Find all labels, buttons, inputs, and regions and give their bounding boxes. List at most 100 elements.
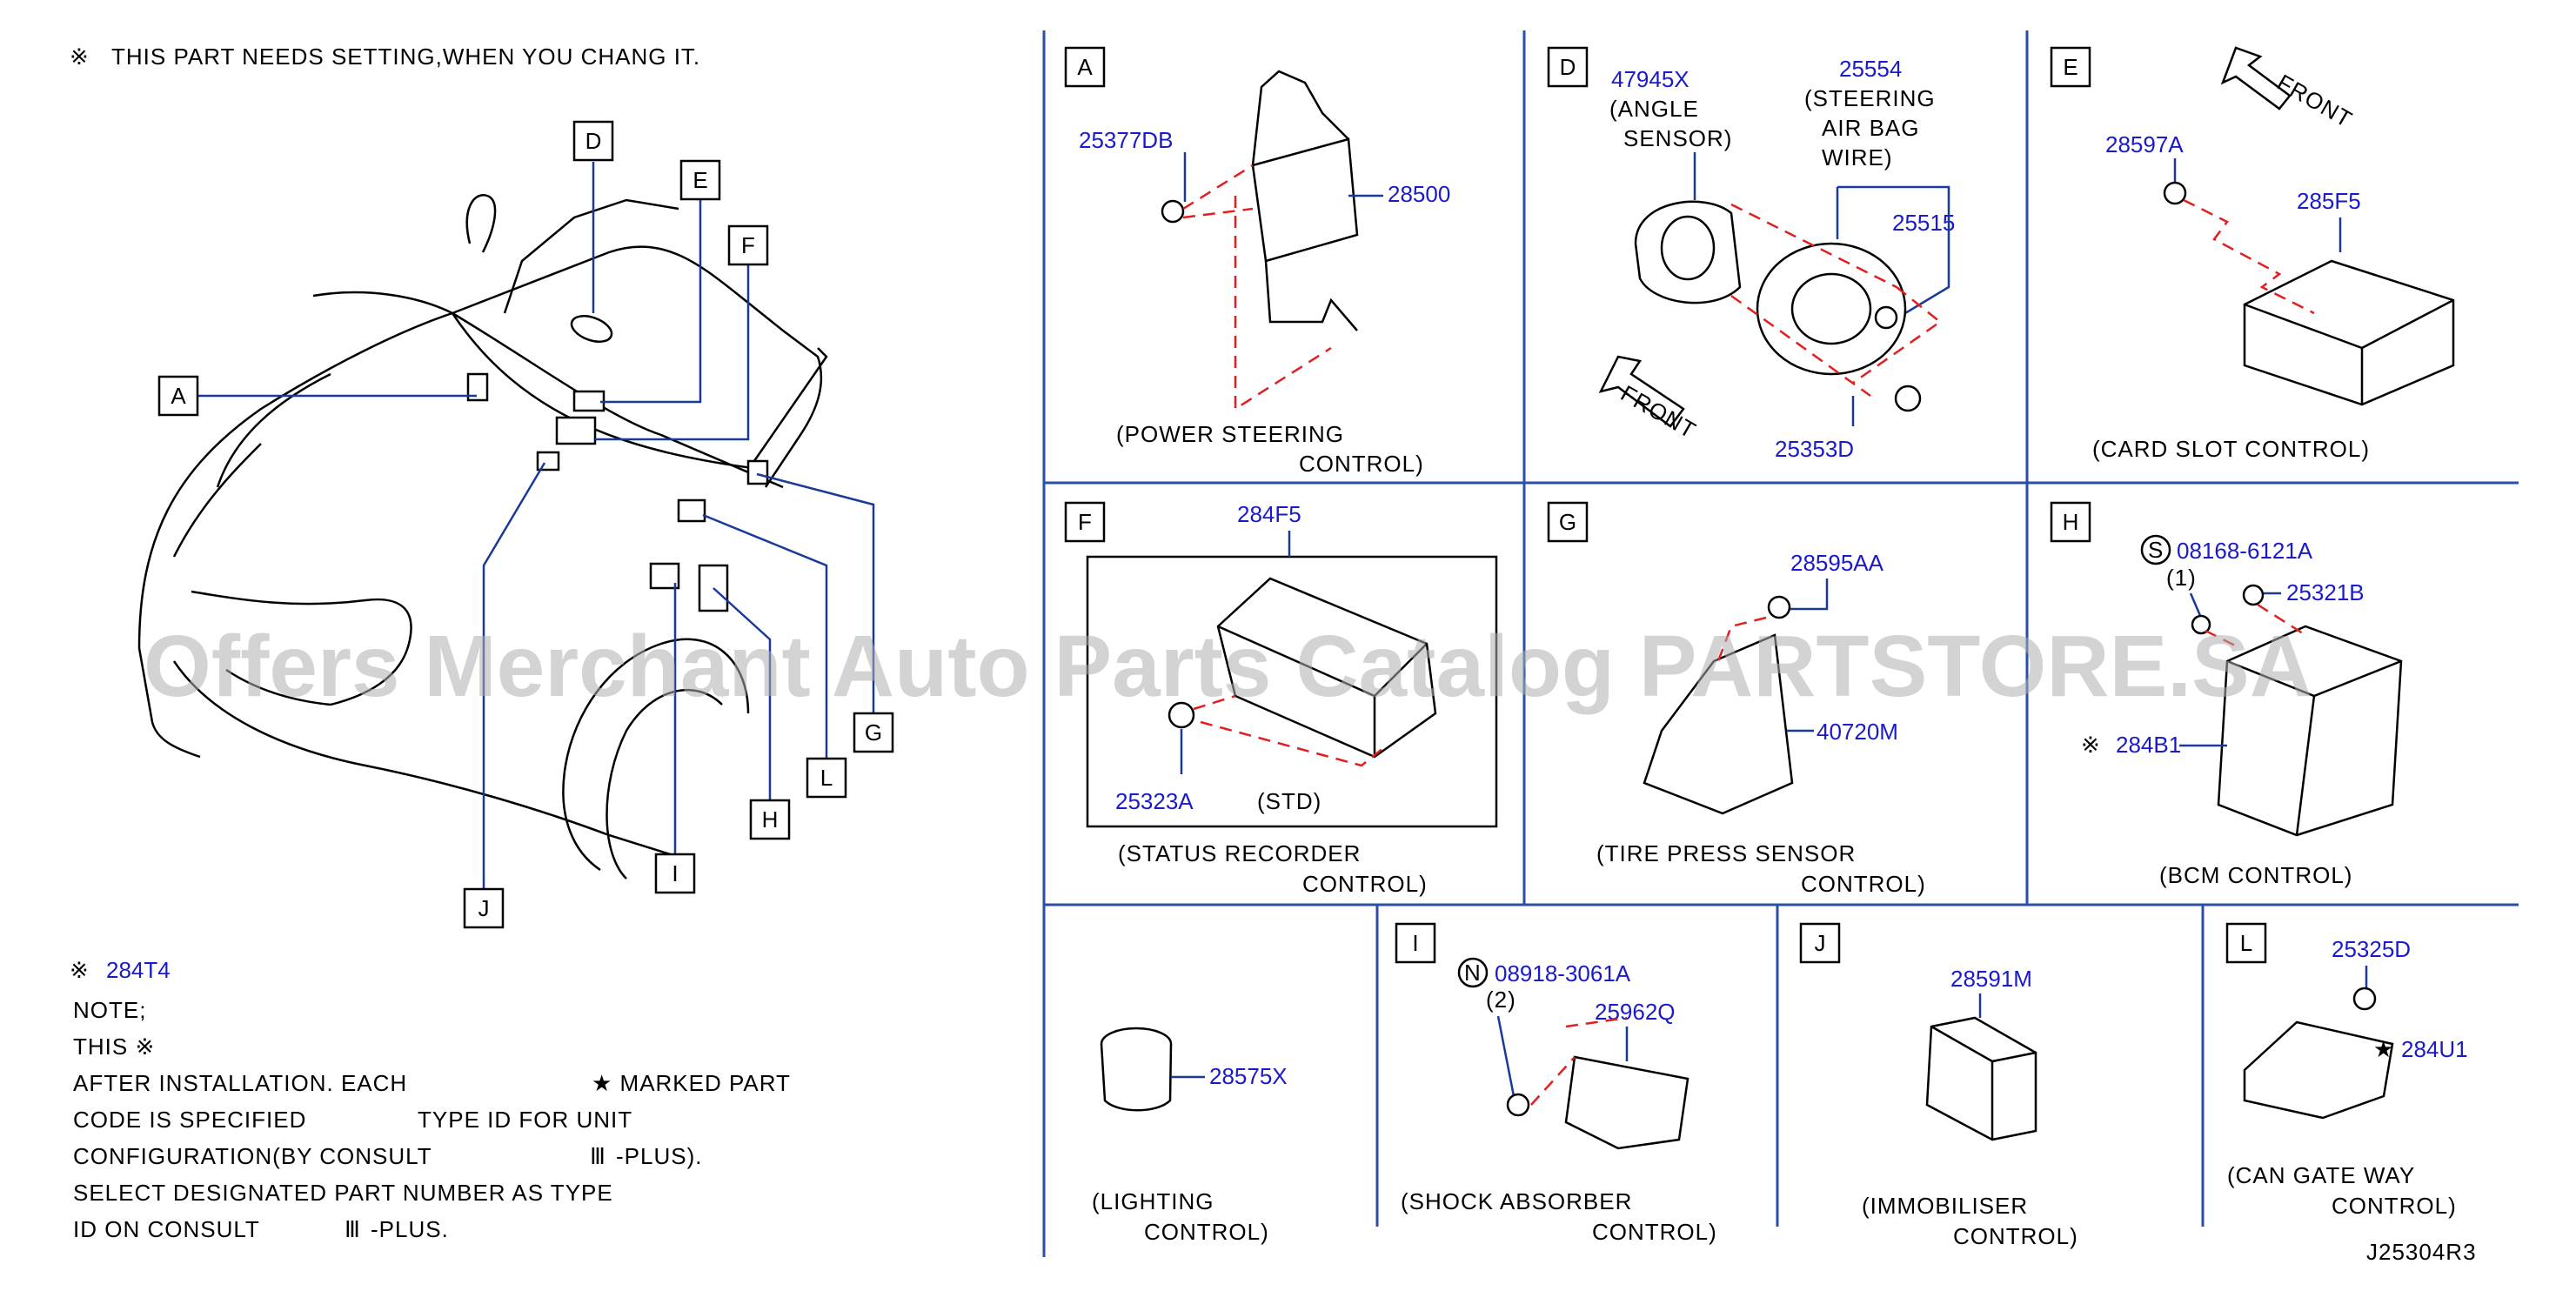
car-part-a-icon (466, 372, 489, 402)
can-gateway-module-icon (2243, 1020, 2394, 1120)
panel-d: D 47945X (ANGLE SENSOR) 25554 (STEERING … (1547, 46, 1955, 462)
part-28500[interactable]: 28500 (1388, 181, 1450, 207)
panel-h: H S 08168-6121A (1) 25321B ※ 284B1 (BCM … (2050, 501, 2403, 888)
part-40720m[interactable]: 40720M (1817, 719, 1898, 745)
part-28591m[interactable]: 28591M (1950, 966, 2032, 992)
part-25323a[interactable]: 25323A (1115, 788, 1194, 814)
panel-l-caption-2: CONTROL) (2332, 1193, 2457, 1219)
callout-box-l[interactable]: L (806, 757, 847, 799)
panel-i: I N 08918-3061A (2) 25962Q (SHOCK ABSORB… (1395, 922, 1716, 1245)
panel-g-caption-1: (TIRE PRESS SENSOR (1596, 840, 1856, 866)
callout-box-e[interactable]: E (679, 159, 721, 201)
screw-g-icon (1767, 595, 1791, 619)
part-25321b[interactable]: 25321B (2286, 579, 2365, 605)
part-25325d[interactable]: 25325D (2332, 936, 2411, 962)
part-28575x[interactable]: 28575X (1209, 1063, 1288, 1089)
panel-f: F 284F5 25323A (STD) (STATUS RECORDER CO… (1064, 501, 1498, 897)
card-slot-module-icon (2243, 259, 2455, 406)
part-284u1[interactable]: 284U1 (2401, 1036, 2468, 1062)
part-285f5[interactable]: 285F5 (2297, 188, 2361, 214)
panel-l-label: L (2240, 930, 2252, 956)
bcm-symbol: ※ (2081, 732, 2101, 758)
power-steering-module-icon (1251, 137, 1359, 263)
callout-label-f: F (741, 232, 755, 258)
note-plus-1: -PLUS). (616, 1143, 702, 1169)
airbag-wire-note-2: AIR BAG (1822, 115, 1919, 141)
part-25515[interactable]: 25515 (1892, 210, 1955, 236)
part-08168-6121a[interactable]: 08168-6121A (2177, 538, 2313, 564)
panel-grid (1042, 30, 2519, 1257)
callout-box-i[interactable]: I (654, 853, 696, 894)
callout-label-a: A (171, 383, 186, 409)
s-symbol-icon (2140, 534, 2171, 565)
callout-box-g[interactable]: G (853, 712, 894, 753)
watermark: Offers Merchant Auto Parts Catalog PARTS… (144, 618, 2312, 715)
angle-sensor-icon (1634, 200, 1742, 304)
panel-g-caption-2: CONTROL) (1801, 871, 1926, 897)
note-line-7: ID ON CONSULT (73, 1216, 260, 1242)
car-part-l-icon (677, 498, 706, 523)
note-line-5: CONFIGURATION(BY CONSULT (73, 1143, 432, 1169)
panel-a-caption-1: (POWER STEERING (1116, 421, 1344, 447)
panel-lighting-caption-2: CONTROL) (1144, 1219, 1269, 1245)
panel-e-caption: (CARD SLOT CONTROL) (2092, 436, 2370, 462)
panel-g-label: G (1559, 509, 1576, 535)
panel-j-label: J (1815, 930, 1826, 956)
note-star-text: ★ MARKED PART (592, 1070, 791, 1096)
panel-h-label: H (2063, 509, 2079, 535)
car-part-f-icon (555, 416, 597, 445)
panel-l-caption-1: (CAN GATE WAY (2227, 1162, 2415, 1188)
panel-j-caption-2: CONTROL) (1953, 1223, 2078, 1249)
n-symbol-text: N (1464, 960, 1482, 986)
car-part-i-icon (649, 562, 680, 590)
callout-label-j: J (478, 895, 490, 921)
consult-roman-icon: Ⅲ (590, 1143, 606, 1169)
part-25377db[interactable]: 25377DB (1079, 127, 1173, 153)
callout-box-d[interactable]: D (572, 120, 614, 162)
callout-label-d: D (585, 128, 602, 154)
panel-d-label: D (1560, 54, 1576, 80)
panel-i-caption-1: (SHOCK ABSORBER (1401, 1188, 1632, 1214)
screw-l-icon (2352, 987, 2377, 1011)
nut-h-2-icon (2242, 584, 2265, 606)
panel-lighting-caption-1: (LIGHTING (1092, 1188, 1214, 1214)
callout-label-g: G (865, 719, 882, 746)
part-284f5[interactable]: 284F5 (1237, 501, 1301, 527)
part-47945x[interactable]: 47945X (1611, 66, 1689, 92)
part-28597a[interactable]: 28597A (2105, 131, 2184, 157)
note-line-2: THIS ※ (73, 1033, 155, 1060)
part-08918-3061a[interactable]: 08918-3061A (1495, 960, 1631, 987)
angle-sensor-note-1: (ANGLE (1609, 96, 1699, 122)
panel-lighting: 28575X (LIGHTING CONTROL) (1092, 1027, 1288, 1245)
panel-e-label: E (2063, 54, 2078, 80)
s-symbol-text: S (2148, 537, 2164, 563)
part-284b1[interactable]: 284B1 (2116, 732, 2181, 758)
part-25554[interactable]: 25554 (1839, 56, 1902, 82)
part-28595aa[interactable]: 28595AA (1790, 550, 1884, 576)
panel-a-caption-2: CONTROL) (1299, 451, 1424, 477)
panel-f-caption-2: CONTROL) (1302, 871, 1428, 897)
airbag-wire-note-3: WIRE) (1822, 144, 1893, 171)
screw-e-icon (2163, 181, 2187, 205)
nut-h-1-icon (2191, 614, 2211, 635)
callout-leaders (198, 162, 875, 889)
clip-icon (1874, 305, 1898, 330)
diagram-id: J25304R3 (2366, 1239, 2477, 1265)
note-line-3: AFTER INSTALLATION. EACH (73, 1070, 407, 1096)
note-line-6: SELECT DESIGNATED PART NUMBER AS TYPE (73, 1180, 613, 1206)
installation-note: ※ 284T4 NOTE; THIS ※ AFTER INSTALLATION.… (70, 957, 791, 1242)
header-note-symbol: ※ (70, 43, 90, 70)
can-gateway-star-icon: ★ (2373, 1036, 2394, 1062)
qty-h: (1) (2166, 565, 2197, 591)
callout-box-a[interactable]: A (157, 375, 199, 417)
callout-box-j[interactable]: J (463, 887, 505, 929)
screw-icon (1161, 199, 1185, 224)
nut-i-icon (1506, 1093, 1530, 1117)
part-25353d[interactable]: 25353D (1775, 436, 1854, 462)
n-symbol-icon (1457, 957, 1489, 988)
panel-f-label: F (1078, 509, 1092, 535)
note-part-284t4[interactable]: 284T4 (106, 957, 171, 983)
callout-box-h[interactable]: H (749, 799, 791, 840)
callout-box-f[interactable]: F (727, 224, 769, 266)
